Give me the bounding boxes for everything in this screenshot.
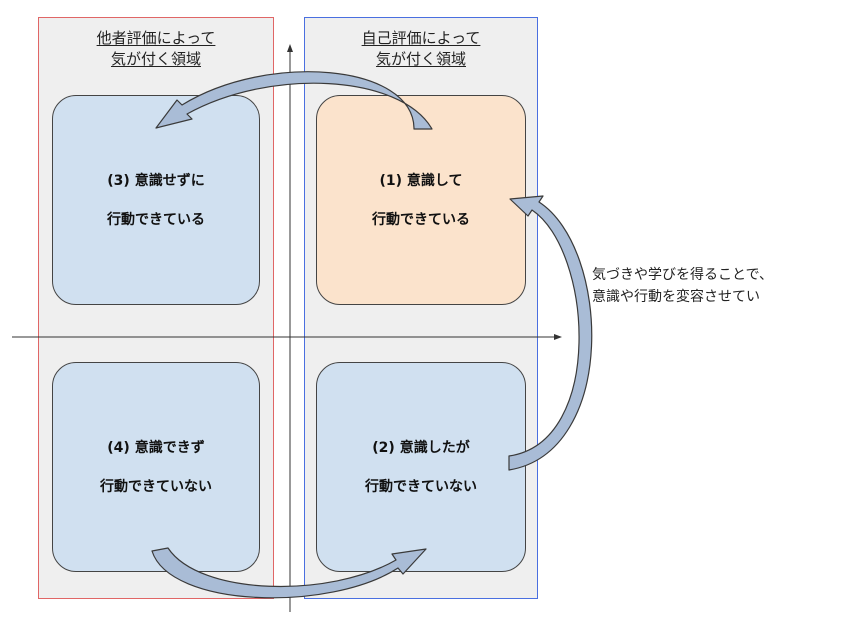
arrow-q1-to-q3	[155, 71, 433, 130]
self-evaluation-title-line2: 気が付く領域	[375, 50, 466, 68]
quadrant-3-box: (3) 意識せずに 行動できている	[52, 95, 260, 305]
side-note: 気づきや学びを得ることで、 意識や行動を変容させてい	[592, 264, 842, 308]
quadrant-4-box: (4) 意識できず 行動できていない	[52, 362, 260, 572]
quadrant-2-line2: 行動できていない	[365, 478, 477, 495]
vertical-axis-arrowhead	[287, 44, 293, 52]
side-note-line2: 意識や行動を変容させてい	[592, 289, 760, 305]
other-evaluation-title-line2: 気が付く領域	[110, 50, 201, 68]
quadrant-1-box: (1) 意識して 行動できている	[316, 95, 526, 305]
quadrant-3-line2: 行動できている	[107, 211, 205, 228]
quadrant-2-box: (2) 意識したが 行動できていない	[316, 362, 526, 572]
arrow-q4-to-q2	[151, 547, 427, 599]
quadrant-1-line2: 行動できている	[372, 211, 470, 228]
other-evaluation-title: 他者評価によって 気が付く領域	[39, 28, 273, 70]
quadrant-3-line1: (3) 意識せずに	[107, 172, 205, 189]
quadrant-4-line2: 行動できていない	[100, 478, 212, 495]
arrow-q2-to-q1	[508, 195, 593, 471]
other-evaluation-title-line1: 他者評価によって	[96, 29, 216, 47]
self-evaluation-title: 自己評価によって 気が付く領域	[305, 28, 537, 70]
quadrant-4-line1: (4) 意識できず	[107, 439, 205, 456]
quadrant-2-line1: (2) 意識したが	[372, 439, 470, 456]
self-evaluation-title-line1: 自己評価によって	[361, 29, 481, 47]
horizontal-axis-arrowhead	[554, 334, 562, 340]
side-note-line1: 気づきや学びを得ることで、	[592, 267, 774, 283]
quadrant-1-line1: (1) 意識して	[379, 172, 463, 189]
